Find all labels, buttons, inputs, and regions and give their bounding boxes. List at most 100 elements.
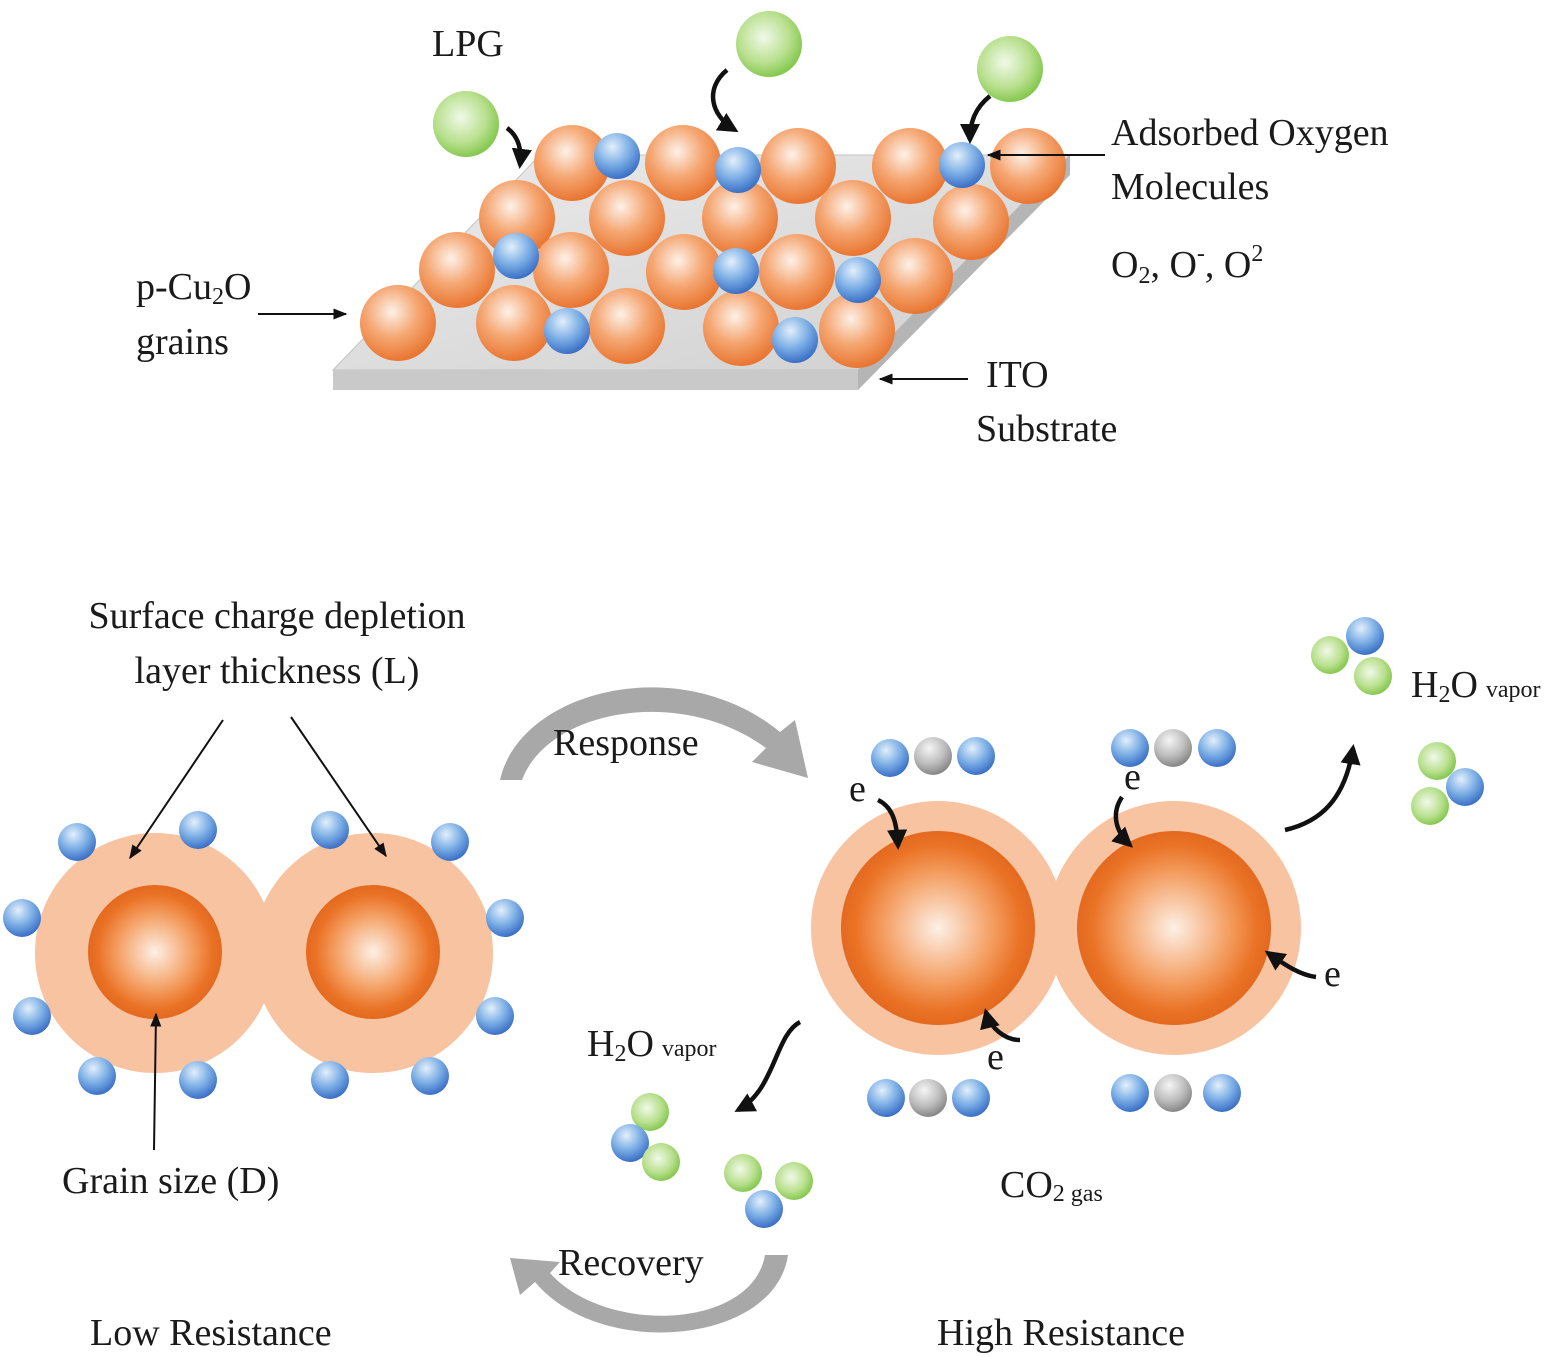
response-cycle-arrow [500, 687, 808, 780]
adsorbed-oxygen-label: Adsorbed Oxygen [1111, 112, 1389, 154]
oxygen-atom [871, 739, 909, 777]
electron-label: e [1124, 756, 1141, 798]
oxygen-atom [867, 1079, 905, 1117]
water-molecules-top [1311, 617, 1484, 825]
grain-core [841, 831, 1035, 1025]
oxygen-species-label: O2, O-, O2 [1111, 241, 1263, 289]
grain-core [306, 885, 440, 1019]
lpg-molecule [736, 11, 802, 77]
depletion-label-line1: Surface charge depletion [88, 595, 465, 637]
electron-label: e [987, 1036, 1004, 1078]
grain-core [1077, 831, 1271, 1025]
grain [703, 290, 779, 366]
top-pointer-arrows [258, 149, 1105, 385]
oxygen-molecule [939, 142, 985, 188]
grain [702, 180, 778, 256]
oxygen-atom [611, 1124, 649, 1162]
oxygen-molecule [493, 233, 539, 279]
recovery-label: Recovery [558, 1242, 704, 1284]
grains-label: grains [136, 321, 229, 363]
grain [872, 128, 948, 204]
hydrogen-atom [1354, 657, 1392, 695]
grain [479, 180, 555, 256]
recovery-cycle-arrow [510, 1255, 788, 1333]
oxygen-molecule [476, 997, 514, 1035]
oxygen-molecule [594, 133, 640, 179]
molecules-label: Molecules [1111, 166, 1269, 208]
low-resistance-label: Low Resistance [90, 1312, 332, 1354]
lpg-molecule [433, 91, 499, 157]
oxygen-atom [1198, 729, 1236, 767]
oxygen-atom [1111, 729, 1149, 767]
hydrogen-atom [1411, 787, 1449, 825]
grain [645, 125, 721, 201]
oxygen-atom [745, 1190, 783, 1228]
grain [533, 232, 609, 308]
desorption-arrow [1284, 743, 1361, 833]
oxygen-molecule [715, 147, 761, 193]
grain [815, 180, 891, 256]
oxygen-molecule [772, 317, 818, 363]
hydrogen-atom [642, 1143, 680, 1181]
hydrogen-atom [1418, 742, 1456, 780]
oxygen-molecule [179, 811, 217, 849]
grain [534, 125, 610, 201]
lpg-molecule [977, 36, 1043, 102]
grain [933, 184, 1009, 260]
electron-label: e [1324, 953, 1341, 995]
oxygen-molecule [544, 308, 590, 354]
co2-molecules [867, 729, 1241, 1117]
oxygen-molecule [311, 1061, 349, 1099]
carbon-atom [914, 737, 952, 775]
hydrogen-atom [724, 1154, 762, 1192]
lpg-molecules [433, 11, 1043, 157]
low-resistance-pointers [129, 716, 387, 1151]
hydrogen-atom [775, 1162, 813, 1200]
grain [360, 285, 436, 361]
grain [589, 180, 665, 256]
water-release-arrow [734, 1020, 802, 1112]
lpg-label: LPG [432, 23, 504, 65]
oxygen-atom [1446, 768, 1484, 806]
cu2o-grain-layer [360, 125, 1066, 368]
response-label: Response [553, 722, 699, 764]
substrate-label: Substrate [976, 408, 1117, 450]
high-resistance-label: High Resistance [937, 1312, 1185, 1354]
grain [819, 292, 895, 368]
ito-label: ITO [986, 354, 1049, 396]
carbon-atom [1154, 729, 1192, 767]
hydrogen-atom [631, 1093, 669, 1131]
lpg-adsorption-arrows [505, 68, 992, 170]
grain [589, 288, 665, 364]
grain [646, 234, 722, 310]
grain-core [88, 885, 222, 1019]
oxygen-molecule [431, 823, 469, 861]
oxygen-molecule [13, 997, 51, 1035]
grain [419, 232, 495, 308]
oxygen-atom [1203, 1074, 1241, 1112]
oxygen-molecule [411, 1057, 449, 1095]
grain [760, 128, 836, 204]
oxygen-molecule [179, 1061, 217, 1099]
low-resistance-oxygen [3, 811, 524, 1099]
water-molecules-middle [611, 1093, 813, 1228]
electron-label: e [849, 768, 866, 810]
cu2o-grains-label: p-Cu2O [136, 266, 251, 310]
oxygen-atom [952, 1079, 990, 1117]
oxygen-molecule [3, 899, 41, 937]
grain [476, 285, 552, 361]
grain-size-label: Grain size (D) [62, 1160, 279, 1202]
oxygen-molecule [58, 823, 96, 861]
co2-gas-label: CO2 gas [1000, 1164, 1103, 1207]
oxygen-atom [1346, 617, 1384, 655]
oxygen-molecule [713, 248, 759, 294]
adsorbed-oxygen-layer [493, 133, 985, 363]
carbon-atom [909, 1079, 947, 1117]
depletion-label-line2: layer thickness (L) [135, 650, 420, 692]
hydrogen-atom [1311, 636, 1349, 674]
electron-transfer-arrows [876, 795, 1317, 1043]
oxygen-molecule [835, 257, 881, 303]
